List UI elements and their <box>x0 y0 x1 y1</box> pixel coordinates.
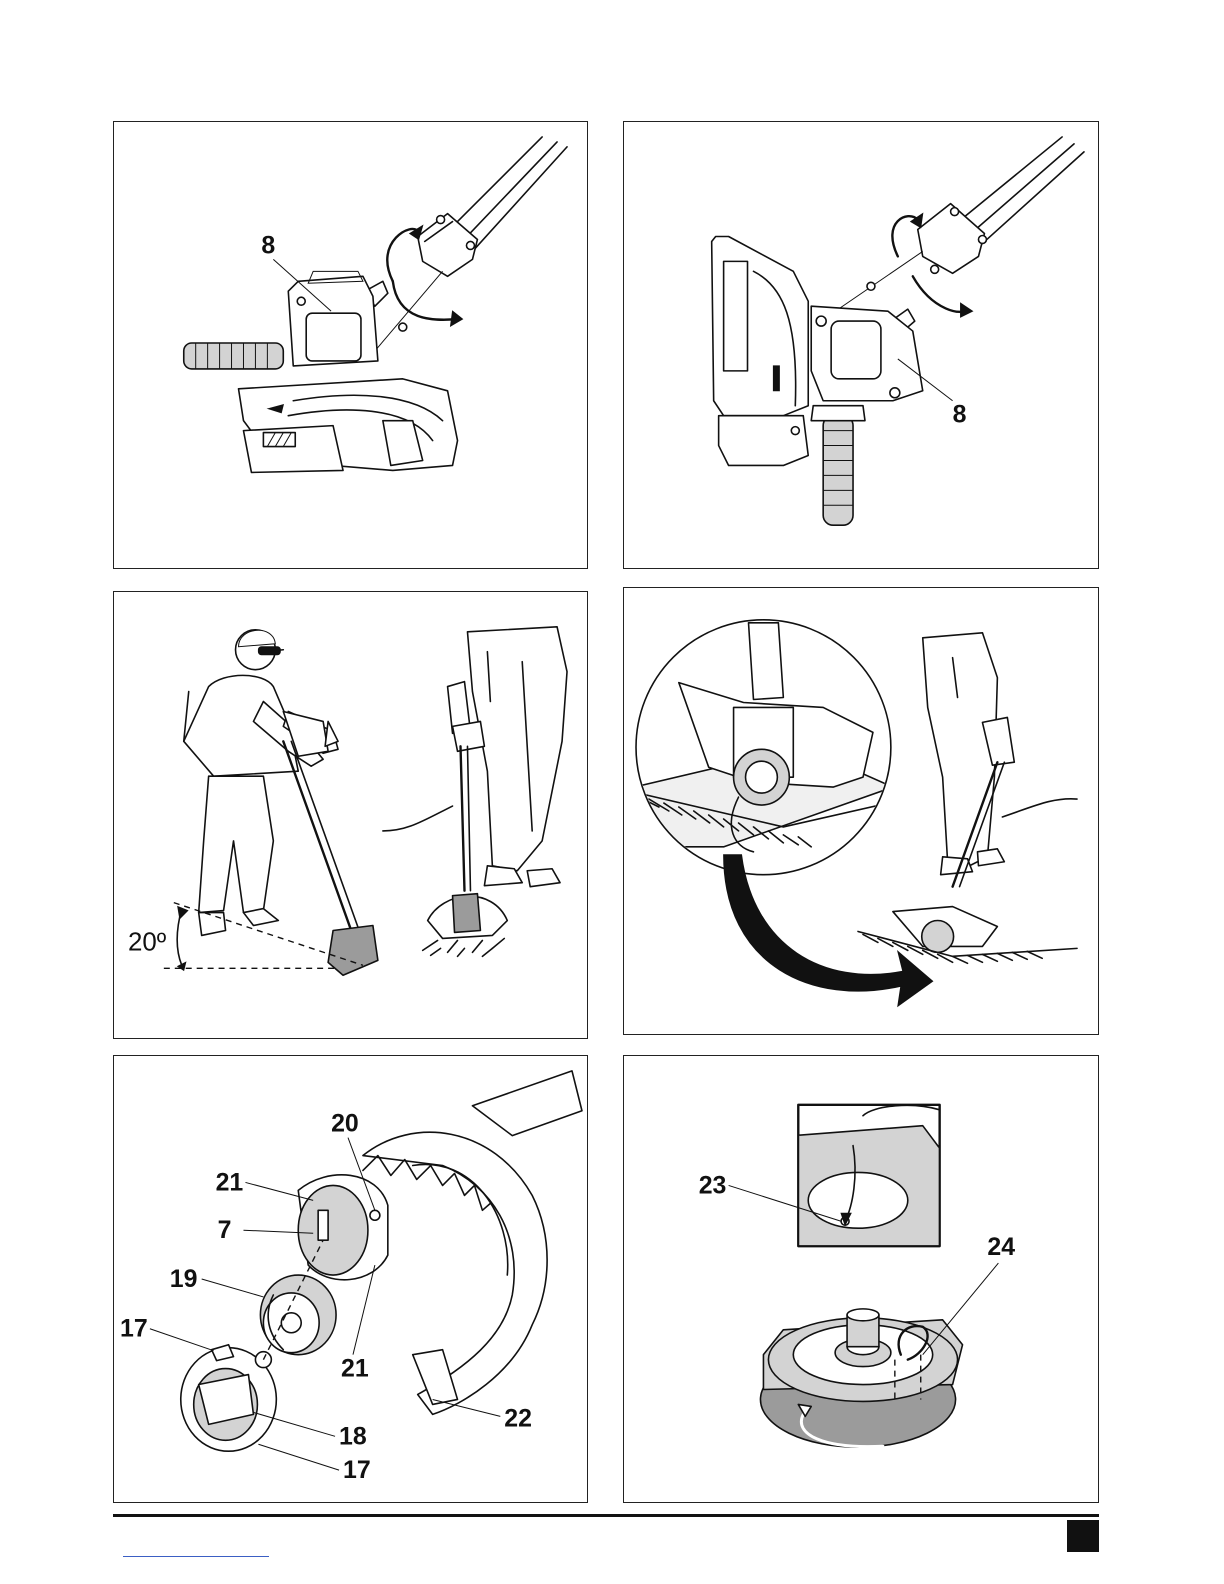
figure-1-panel: 8 <box>113 121 588 569</box>
callout-7: 7 <box>218 1216 232 1244</box>
page-marker-box <box>1067 1520 1099 1552</box>
callout-20: 20 <box>331 1110 359 1138</box>
callout-17b: 17 <box>343 1456 371 1484</box>
figure-1-trimmer-head-rotation: 8 <box>114 122 587 568</box>
callout-18: 18 <box>339 1422 367 1450</box>
footer-rule <box>113 1514 1099 1517</box>
figure-2-panel: 8 <box>623 121 1099 569</box>
figure-3-panel: 20º <box>113 591 588 1039</box>
callout-22: 22 <box>504 1404 532 1432</box>
callout-21a: 21 <box>216 1168 244 1196</box>
figure-2-trimmer-head-edging-position: 8 <box>624 122 1098 568</box>
figure-5-spool-exploded-view: 20 21 7 19 17 21 22 18 17 <box>114 1056 587 1502</box>
figure-4-panel <box>623 587 1099 1035</box>
callout-17a: 17 <box>120 1315 148 1343</box>
callout-24: 24 <box>987 1233 1015 1261</box>
figure-3-trimming-posture: 20º <box>114 592 587 1038</box>
callout-8: 8 <box>953 401 967 429</box>
callout-19: 19 <box>170 1265 198 1293</box>
figure-6-panel: 23 24 <box>623 1055 1099 1503</box>
figure-6-line-insertion: 23 24 <box>624 1056 1098 1502</box>
angle-label: 20º <box>128 928 167 956</box>
footer-link-underline <box>123 1556 269 1557</box>
callout-23: 23 <box>699 1171 727 1199</box>
figure-5-panel: 20 21 7 19 17 21 22 18 17 <box>113 1055 588 1503</box>
callout-8: 8 <box>261 231 275 259</box>
callout-21b: 21 <box>341 1355 369 1383</box>
figure-4-edging-along-lawn <box>624 588 1098 1034</box>
